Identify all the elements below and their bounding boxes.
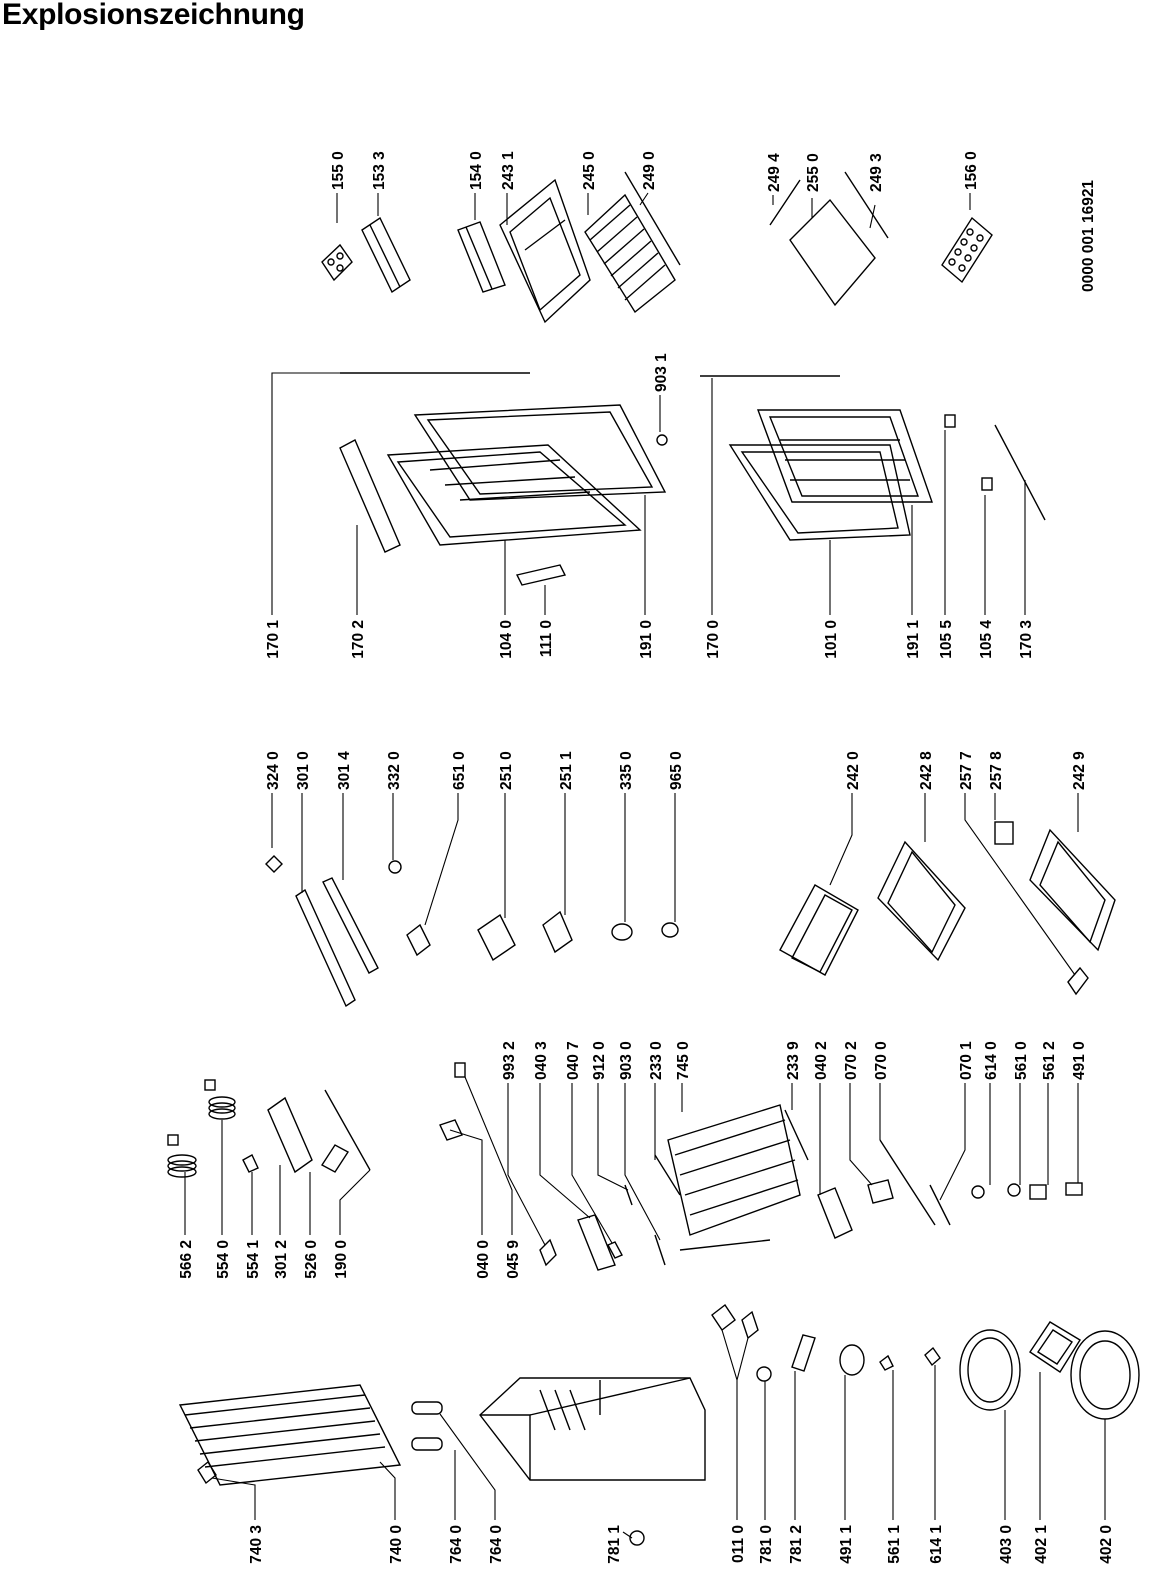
part-label: 242 0 — [845, 751, 862, 790]
part-label: 255 0 — [805, 153, 822, 192]
part-label: 251 0 — [498, 751, 515, 790]
part-label: 242 8 — [918, 751, 935, 790]
part-label: 249 3 — [868, 153, 885, 192]
part-label: 155 0 — [330, 151, 347, 190]
part-drawings — [167, 171, 1140, 1546]
part-label: 903 1 — [653, 353, 670, 392]
part-label: 233 0 — [648, 1041, 665, 1080]
part-label: 965 0 — [668, 751, 685, 790]
part-label: 249 4 — [766, 153, 783, 192]
part-label: 040 7 — [565, 1041, 582, 1080]
part-label: 156 0 — [963, 151, 980, 190]
part-label: 781 2 — [788, 1525, 805, 1564]
part-label: 070 1 — [958, 1041, 975, 1080]
part-label: 070 2 — [843, 1041, 860, 1080]
part-label: 249 0 — [641, 151, 658, 190]
part-label: 903 0 — [618, 1041, 635, 1080]
part-label: 301 2 — [273, 1240, 290, 1279]
part-label: 245 0 — [581, 151, 598, 190]
part-label: 614 1 — [928, 1525, 945, 1564]
part-label: 191 0 — [638, 620, 655, 659]
part-label: 257 8 — [988, 751, 1005, 790]
leader-lines — [184, 192, 1106, 1539]
part-label: 105 5 — [938, 620, 955, 659]
part-label: 191 1 — [905, 620, 922, 659]
part-label: 301 4 — [336, 751, 353, 790]
part-label: 912 0 — [591, 1041, 608, 1080]
part-label: 554 0 — [215, 1240, 232, 1279]
part-label: 561 0 — [1013, 1041, 1030, 1080]
part-label: 154 0 — [468, 151, 485, 190]
part-label: 170 1 — [265, 620, 282, 659]
part-label: 105 4 — [978, 620, 995, 659]
part-label: 526 0 — [303, 1240, 320, 1279]
part-label: 781 1 — [606, 1525, 623, 1564]
part-label: 764 0 — [448, 1525, 465, 1564]
part-label: 040 2 — [813, 1041, 830, 1080]
part-label: 781 0 — [758, 1525, 775, 1564]
part-label: 566 2 — [178, 1240, 195, 1279]
page-title: Explosionszeichnung — [2, 0, 305, 31]
part-label: 561 1 — [886, 1525, 903, 1564]
part-label: 324 0 — [265, 751, 282, 790]
part-label: 491 0 — [1071, 1041, 1088, 1080]
part-label: 040 0 — [475, 1240, 492, 1279]
part-label: 243 1 — [500, 151, 517, 190]
part-label: 614 0 — [983, 1041, 1000, 1080]
part-label: 104 0 — [498, 620, 515, 659]
part-label: 745 0 — [675, 1041, 692, 1080]
part-label: 740 0 — [388, 1525, 405, 1564]
part-label: 491 1 — [838, 1525, 855, 1564]
part-label: 101 0 — [823, 620, 840, 659]
part-label: 403 0 — [998, 1525, 1015, 1564]
part-label: 554 1 — [245, 1240, 262, 1279]
part-label: 233 9 — [785, 1041, 802, 1080]
part-label: 111 0 — [538, 620, 555, 657]
part-label: 993 2 — [501, 1041, 518, 1080]
document-number: 0000 001 16921 — [1080, 180, 1097, 292]
part-label: 335 0 — [618, 751, 635, 790]
part-label: 011 0 — [730, 1525, 747, 1563]
part-label: 257 7 — [958, 751, 975, 790]
part-label: 251 1 — [558, 751, 575, 790]
part-label: 170 2 — [350, 620, 367, 659]
part-label: 190 0 — [333, 1240, 350, 1279]
part-label: 402 0 — [1098, 1525, 1115, 1564]
part-label: 045 9 — [505, 1240, 522, 1279]
part-label: 332 0 — [386, 751, 403, 790]
part-label: 561 2 — [1041, 1041, 1058, 1080]
part-label: 170 0 — [705, 620, 722, 659]
part-label: 070 0 — [873, 1041, 890, 1080]
part-label: 040 3 — [533, 1041, 550, 1080]
part-label: 402 1 — [1033, 1525, 1050, 1564]
part-labels: 155 0 153 3 154 0 243 1 245 0 249 0 249 … — [178, 151, 1115, 1564]
part-label: 153 3 — [371, 151, 388, 190]
part-label: 764 0 — [488, 1525, 505, 1564]
part-label: 740 3 — [248, 1525, 265, 1564]
part-label: 301 0 — [295, 751, 312, 790]
part-label: 651 0 — [451, 751, 468, 790]
part-label: 170 3 — [1018, 620, 1035, 659]
part-label: 242 9 — [1071, 751, 1088, 790]
